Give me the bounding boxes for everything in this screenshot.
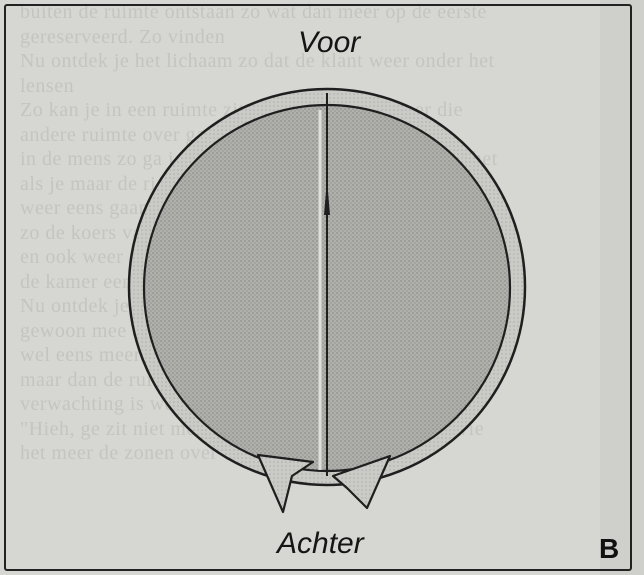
figure-frame <box>4 4 632 571</box>
